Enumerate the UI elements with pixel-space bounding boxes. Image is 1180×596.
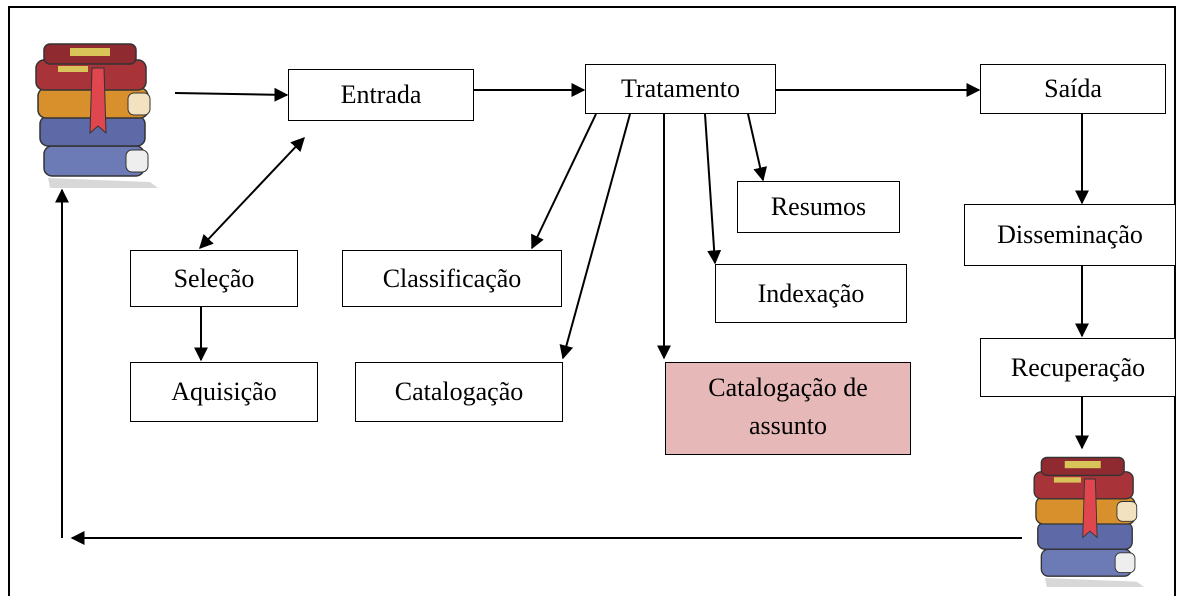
arrow-tratamento-to-indexacao	[704, 113, 722, 265]
node-entrada: Entrada	[288, 69, 474, 121]
node-resumos: Resumos	[737, 181, 900, 233]
node-disseminacao: Disseminação	[964, 204, 1176, 266]
node-saida: Saída	[980, 64, 1166, 114]
node-indexacao: Indexação	[715, 264, 907, 323]
diagram-frame	[8, 6, 1176, 596]
node-classificacao: Classificação	[342, 250, 562, 307]
arrow-entrada-selecao	[199, 136, 305, 250]
arrow-tratamento-to-classificacao	[531, 113, 597, 250]
books-stack-icon	[1033, 456, 1144, 587]
node-aquisicao: Aquisição	[130, 362, 318, 422]
arrow-tratamento-to-catalogacao	[559, 113, 631, 360]
node-recuperacao: Recuperação	[980, 338, 1176, 397]
node-catalogacao-de-assunto: Catalogação de assunto	[665, 362, 911, 455]
node-selecao: Seleção	[130, 250, 298, 307]
arrow-books-to-entrada	[174, 87, 289, 102]
node-catalogacao: Catalogação	[355, 362, 563, 422]
arrow-tratamento-to-resumos	[747, 113, 768, 182]
node-tratamento: Tratamento	[585, 64, 776, 114]
books-stack-icon	[35, 43, 158, 188]
